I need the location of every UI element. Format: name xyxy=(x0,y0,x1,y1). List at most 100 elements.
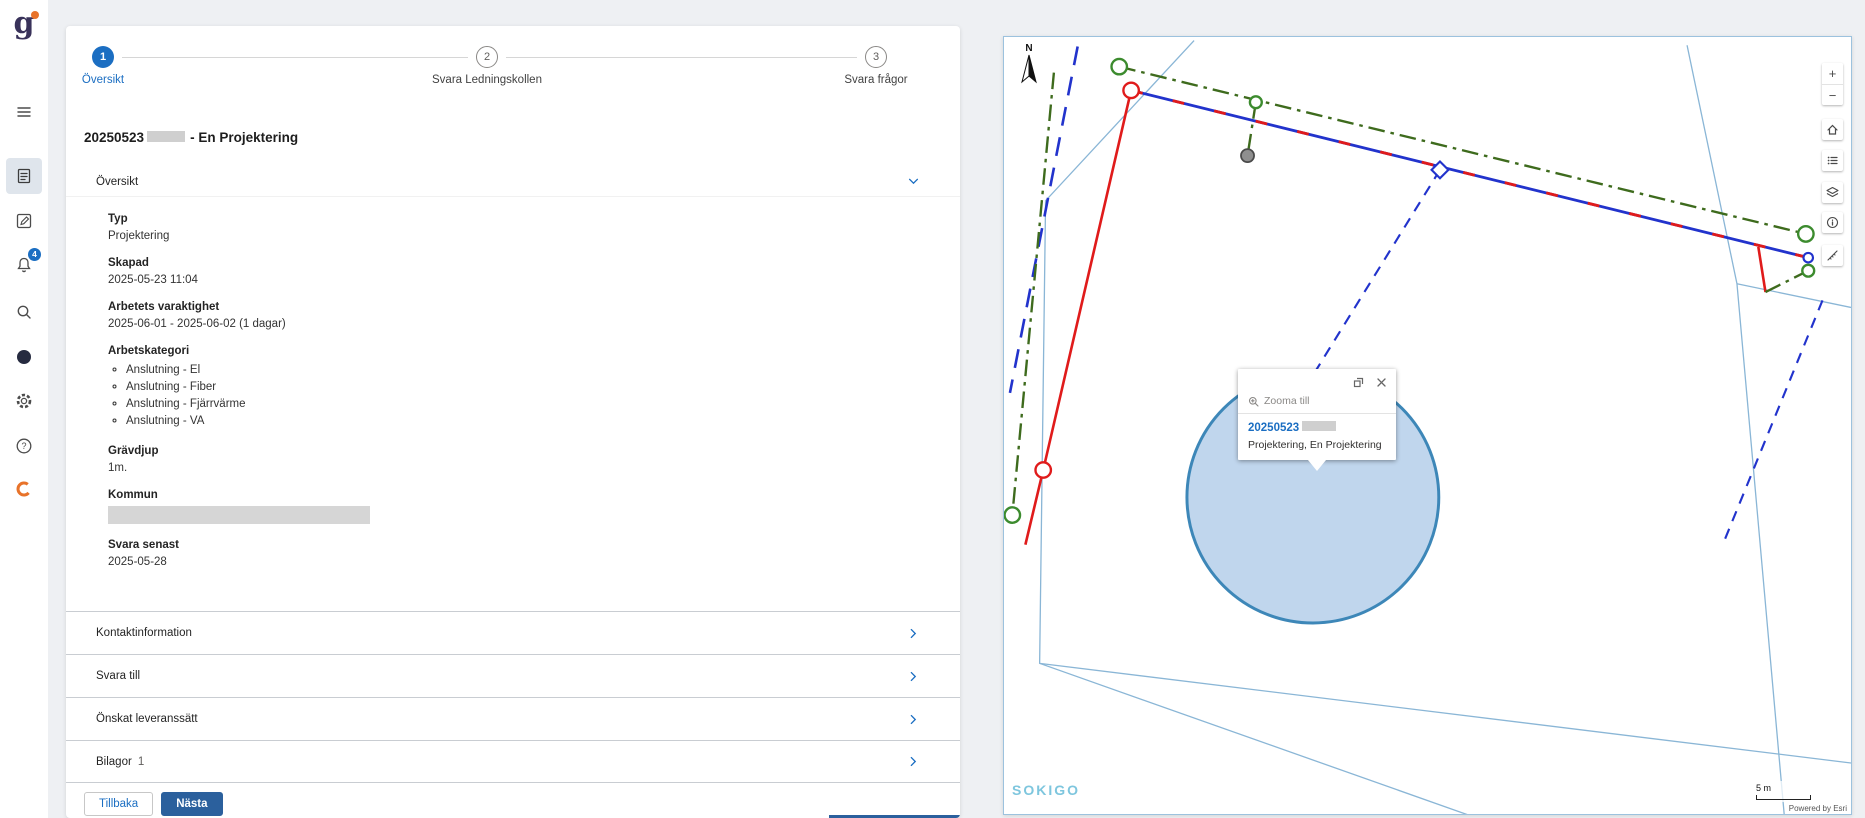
measure-button[interactable] xyxy=(1822,245,1843,266)
home-button[interactable] xyxy=(1822,119,1843,140)
scale-bar: 5 m xyxy=(1752,781,1815,802)
section-svara-till[interactable]: Svara till xyxy=(66,654,960,697)
popup-header xyxy=(1238,369,1396,391)
chevron-right-icon xyxy=(910,628,917,638)
redacted-text xyxy=(108,506,370,524)
case-title-prefix: 20250523 xyxy=(84,130,145,145)
presence-icon xyxy=(17,350,31,364)
zoom-in-button[interactable]: + xyxy=(1822,63,1843,84)
field-value: 2025-05-28 xyxy=(108,556,167,568)
zoom-in-magnifier-icon xyxy=(1248,396,1259,407)
case-panel: 1 2 3 Översikt Svara Ledningskollen Svar… xyxy=(66,26,960,818)
logo-letter: g xyxy=(13,6,35,41)
sidebar-item-edit[interactable] xyxy=(6,203,42,239)
sidebar-item-settings[interactable] xyxy=(6,383,42,419)
case-title-suffix: - En Projektering xyxy=(190,130,299,145)
notification-badge: 4 xyxy=(28,248,41,261)
list-item: Anslutning - Fjärrvärme xyxy=(126,396,960,413)
field-label: Skapad xyxy=(108,257,149,269)
field-label: Grävdjup xyxy=(108,445,159,457)
next-button[interactable]: Nästa xyxy=(161,792,223,816)
cases-icon xyxy=(17,168,31,184)
cut-off-element xyxy=(829,815,960,818)
line-nodes xyxy=(1004,57,1816,524)
sidebar-item-notifications[interactable]: 4 xyxy=(6,247,42,283)
step-2-indicator[interactable]: 2 xyxy=(476,46,498,68)
sidebar-item-search[interactable] xyxy=(6,294,42,330)
map-attribution: Powered by Esri xyxy=(1784,803,1851,814)
sidebar-item-cases[interactable] xyxy=(6,158,42,194)
close-icon[interactable] xyxy=(1376,377,1387,388)
collapsed-sections: Kontaktinformation Svara till Önskat lev… xyxy=(66,611,960,783)
info-icon xyxy=(1826,216,1839,229)
section-label: Kontaktinformation xyxy=(96,627,192,639)
section-label: Svara till xyxy=(96,670,141,682)
field-skapad: Skapad 2025-05-23 11:04 xyxy=(108,257,960,286)
chevron-right-icon xyxy=(910,671,917,681)
overview-content: Typ Projektering Skapad 2025-05-23 11:04… xyxy=(66,197,960,589)
bilagor-count: 1 xyxy=(137,755,145,768)
stepper-connector xyxy=(506,57,857,58)
back-button[interactable]: Tillbaka xyxy=(84,792,154,816)
step-2-label: Svara Ledningskollen xyxy=(432,74,542,86)
zoom-to-link[interactable]: Zooma till xyxy=(1238,391,1396,414)
popup-subtitle: Projektering, En Projektering xyxy=(1248,439,1382,451)
home-icon xyxy=(1827,124,1838,135)
map-panel: N Zooma till xyxy=(1003,36,1852,815)
section-label: Bilagor 1 xyxy=(96,756,144,768)
section-kontaktinformation[interactable]: Kontaktinformation xyxy=(66,611,960,654)
zoom-controls: + − xyxy=(1822,63,1843,105)
step-3-label: Svara frågor xyxy=(844,74,908,86)
field-arbetskategori: Arbetskategori Anslutning - El Anslutnin… xyxy=(108,345,960,430)
map-canvas[interactable] xyxy=(1004,37,1851,814)
redacted-text xyxy=(1302,421,1337,431)
search-icon xyxy=(17,305,31,319)
redacted-text xyxy=(147,131,186,142)
chevron-right-icon xyxy=(910,756,917,767)
step-1-indicator[interactable]: 1 xyxy=(92,46,114,68)
dock-icon[interactable] xyxy=(1353,377,1364,388)
popup-pointer xyxy=(1308,460,1326,471)
section-onskat-leveranssatt[interactable]: Önskat leveranssätt xyxy=(66,697,960,740)
edit-icon xyxy=(16,213,32,229)
sidebar-item-sokigo[interactable] xyxy=(6,471,42,507)
section-overview-label: Översikt xyxy=(96,175,139,188)
field-label: Arbetskategori xyxy=(108,345,190,357)
bell-icon xyxy=(17,257,31,273)
info-button[interactable] xyxy=(1822,212,1843,233)
hamburger-icon xyxy=(17,107,31,117)
step-1-label: Översikt xyxy=(81,74,125,86)
scale-line xyxy=(1756,795,1811,800)
parcel-boundaries xyxy=(1038,40,1851,814)
step-3-indicator[interactable]: 3 xyxy=(865,46,887,68)
stepper-connector xyxy=(122,57,468,58)
section-overview-header[interactable]: Översikt xyxy=(66,167,960,197)
section-label: Önskat leveranssätt xyxy=(96,713,198,725)
logo-accent-dot xyxy=(31,11,39,19)
section-bilagor[interactable]: Bilagor 1 xyxy=(66,740,960,783)
field-label: Typ xyxy=(108,213,128,225)
map-toolbar: + − xyxy=(1822,37,1843,814)
field-typ: Typ Projektering xyxy=(108,213,960,242)
help-icon: ? xyxy=(16,438,32,454)
sidebar: g 4 xyxy=(0,0,48,818)
north-arrow: N xyxy=(1016,43,1042,89)
chevron-down-icon xyxy=(908,178,919,185)
field-label: Arbetets varaktighet xyxy=(108,301,220,313)
sidebar-item-presence[interactable] xyxy=(6,339,42,375)
list-item: Anslutning - VA xyxy=(126,413,960,430)
field-value: 1m. xyxy=(108,462,128,474)
zoom-out-button[interactable]: − xyxy=(1822,84,1843,105)
field-label: Kommun xyxy=(108,489,158,501)
stepper: 1 2 3 Översikt Svara Ledningskollen Svar… xyxy=(66,26,960,106)
bilagor-label: Bilagor xyxy=(96,755,132,768)
map-brand: SOKIGO xyxy=(1012,782,1081,798)
menu-button[interactable] xyxy=(6,94,42,130)
legend-button[interactable] xyxy=(1822,150,1843,171)
popup-title-link[interactable]: 20250523 xyxy=(1248,421,1386,434)
popup-title-prefix: 20250523 xyxy=(1248,422,1300,434)
layers-button[interactable] xyxy=(1822,182,1843,203)
app-logo: g xyxy=(0,2,48,46)
sidebar-item-help[interactable]: ? xyxy=(6,428,42,464)
